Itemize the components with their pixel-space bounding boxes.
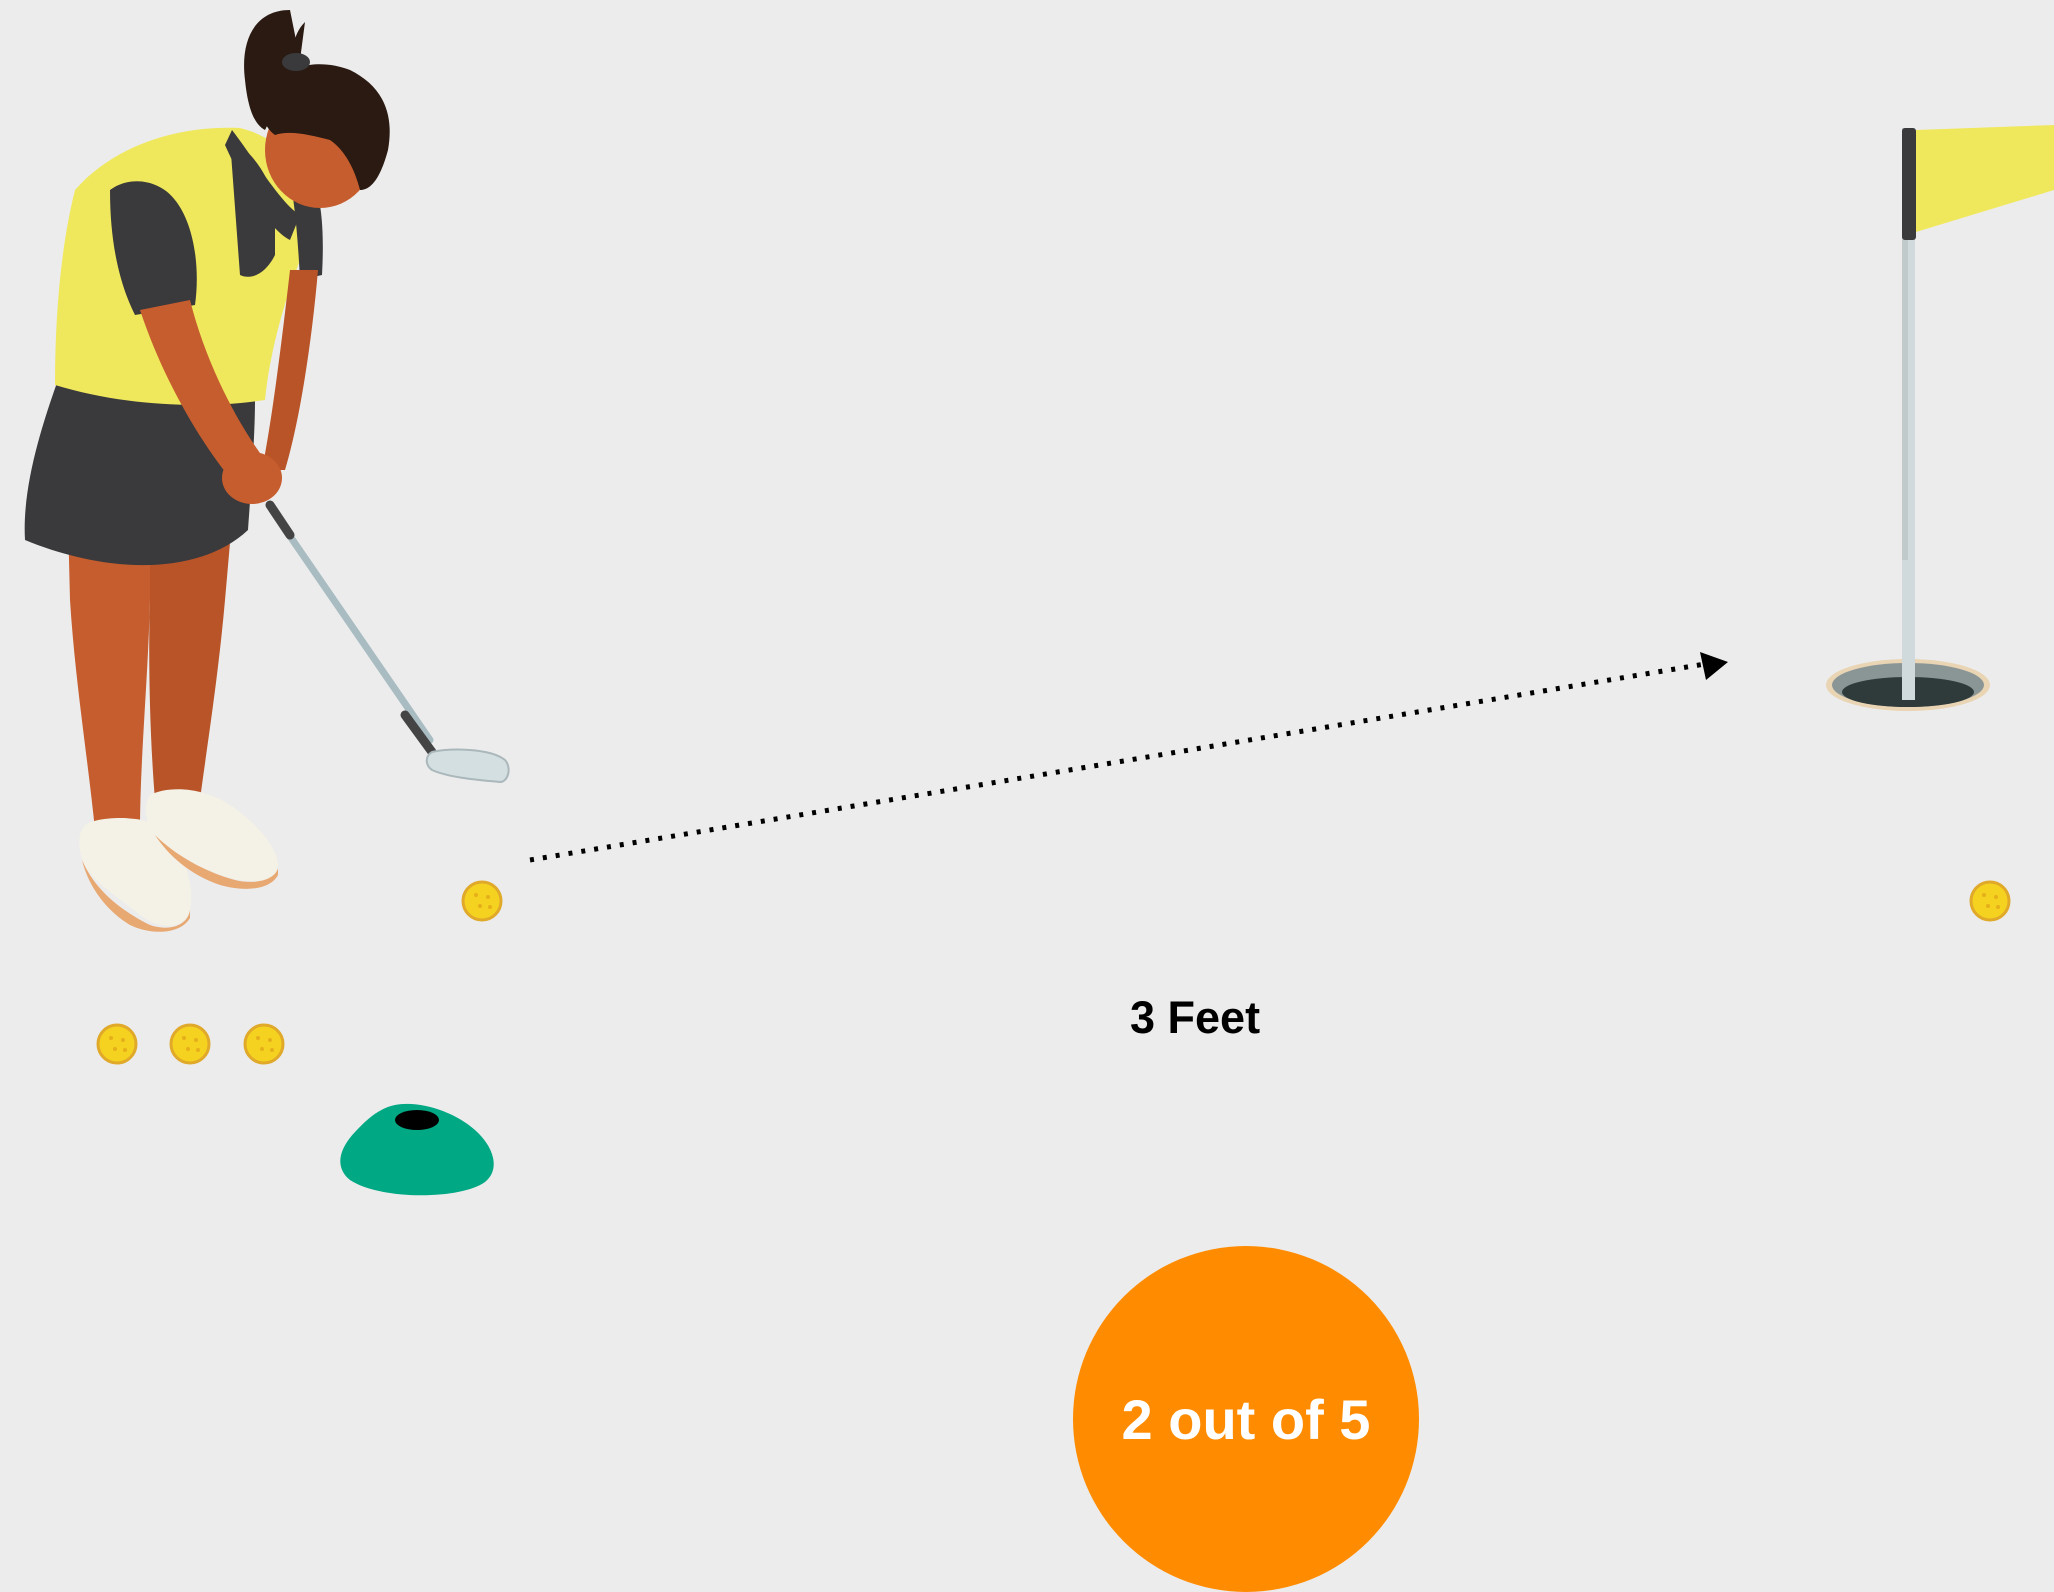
golf-hole-icon — [1826, 560, 1990, 711]
marker-cone-icon — [340, 1104, 493, 1195]
golf-ball-icon — [98, 1025, 136, 1063]
golf-ball-icon — [463, 882, 501, 920]
score-text: 2 out of 5 — [1122, 1387, 1371, 1452]
golf-ball-icon — [171, 1025, 209, 1063]
golfer-putting-icon — [25, 10, 509, 932]
score-badge: 2 out of 5 — [1073, 1246, 1419, 1592]
flagstick-icon — [1902, 125, 2054, 703]
dotted-arrow-icon — [530, 652, 1728, 860]
distance-label: 3 Feet — [1130, 992, 1260, 1044]
golf-ball-icon — [245, 1025, 283, 1063]
golf-ball-icon — [1971, 882, 2009, 920]
